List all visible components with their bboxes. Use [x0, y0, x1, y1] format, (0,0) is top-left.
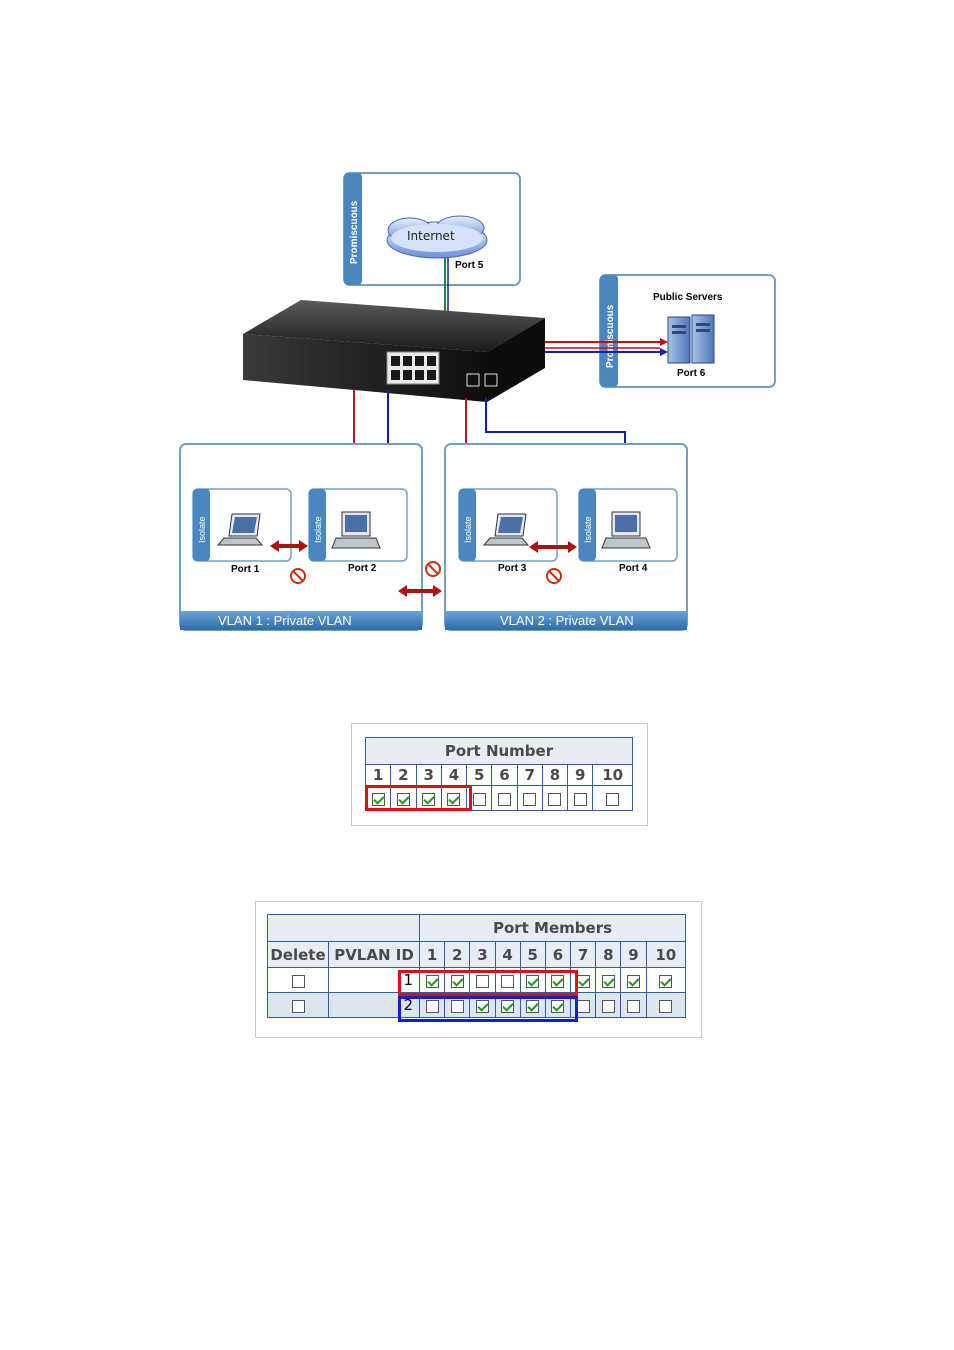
- port-number-col-10: 10: [593, 765, 633, 786]
- pvlan1-highlight: [398, 970, 578, 996]
- port-number-col-3: 3: [416, 765, 441, 786]
- port-members-col-1: 1: [420, 942, 445, 968]
- public-servers-label: Public Servers: [653, 292, 723, 303]
- member-port-9-checkbox[interactable]: [627, 975, 640, 988]
- delete-checkbox[interactable]: [292, 975, 305, 988]
- member-cell: [646, 993, 685, 1018]
- port-members-col-4: 4: [495, 942, 520, 968]
- port6-label: Port 6: [677, 368, 706, 379]
- port-number-col-6: 6: [492, 765, 517, 786]
- port3-label: Port 3: [498, 563, 527, 574]
- switch-icon: [243, 300, 545, 402]
- member-port-8-checkbox[interactable]: [602, 1000, 615, 1013]
- pvlan2-highlight: [398, 996, 578, 1022]
- port-number-cell: [517, 786, 542, 811]
- vlan1-caption: VLAN 1 : Private VLAN: [218, 613, 352, 628]
- member-cell: [646, 968, 685, 993]
- delete-column-header: Delete: [268, 942, 329, 968]
- port-members-col-2: 2: [445, 942, 470, 968]
- port-number-highlight: [365, 785, 472, 811]
- port1-label: Port 1: [231, 564, 260, 575]
- member-port-7-checkbox[interactable]: [577, 1000, 590, 1013]
- vlan2-caption: VLAN 2 : Private VLAN: [500, 613, 634, 628]
- pvlan-id-column-header: PVLAN ID: [329, 942, 420, 968]
- member-cell: [621, 993, 646, 1018]
- port-members-col-10: 10: [646, 942, 685, 968]
- member-port-8-checkbox[interactable]: [602, 975, 615, 988]
- member-port-10-checkbox[interactable]: [659, 975, 672, 988]
- member-port-9-checkbox[interactable]: [627, 1000, 640, 1013]
- isolate-label-port1: Isolate: [197, 516, 207, 543]
- member-cell: [596, 993, 621, 1018]
- port-7-checkbox[interactable]: [523, 793, 536, 806]
- member-port-10-checkbox[interactable]: [659, 1000, 672, 1013]
- member-cell: [621, 968, 646, 993]
- port-number-col-4: 4: [441, 765, 466, 786]
- promiscuous-top-label: Promiscuous: [349, 200, 360, 264]
- port-number-col-2: 2: [391, 765, 416, 786]
- port-members-header: Port Members: [420, 915, 686, 942]
- port-number-col-1: 1: [366, 765, 391, 786]
- port-number-col-5: 5: [467, 765, 492, 786]
- port-8-checkbox[interactable]: [548, 793, 561, 806]
- port-number-col-8: 8: [542, 765, 567, 786]
- isolate-label-port4: Isolate: [583, 516, 593, 543]
- port-members-col-3: 3: [470, 942, 495, 968]
- vlan1-group: VLAN 1 : Private VLAN Isolate Port 1 Iso…: [180, 444, 422, 630]
- delete-cell: [268, 968, 329, 993]
- port-number-cell: [568, 786, 593, 811]
- port-members-col-8: 8: [596, 942, 621, 968]
- member-cell: [596, 968, 621, 993]
- isolate-label-port2: Isolate: [313, 516, 323, 543]
- port-members-col-6: 6: [545, 942, 570, 968]
- port-number-header: Port Number: [366, 738, 633, 765]
- isolate-label-port3: Isolate: [463, 516, 473, 543]
- vlan2-group: VLAN 2 : Private VLAN Isolate Port 3 Iso…: [445, 444, 687, 630]
- delete-checkbox[interactable]: [292, 1000, 305, 1013]
- port-9-checkbox[interactable]: [574, 793, 587, 806]
- port-number-col-9: 9: [568, 765, 593, 786]
- internet-panel: Promiscuous Internet Port 5: [344, 173, 520, 285]
- internet-label: Internet: [407, 229, 455, 243]
- port-number-cell: [593, 786, 633, 811]
- port2-label: Port 2: [348, 563, 377, 574]
- port-number-cell: [492, 786, 517, 811]
- port-members-col-9: 9: [621, 942, 646, 968]
- port-number-cell: [542, 786, 567, 811]
- port5-label: Port 5: [455, 260, 484, 271]
- port-6-checkbox[interactable]: [498, 793, 511, 806]
- private-vlan-diagram: Promiscuous Internet Port 5 Promiscuous …: [0, 0, 954, 660]
- delete-cell: [268, 993, 329, 1018]
- promiscuous-right-label: Promiscuous: [605, 304, 616, 368]
- port4-label: Port 4: [619, 563, 648, 574]
- table-corner: [268, 915, 420, 942]
- port-5-checkbox[interactable]: [473, 793, 486, 806]
- port-members-col-7: 7: [571, 942, 596, 968]
- port-number-col-7: 7: [517, 765, 542, 786]
- member-port-7-checkbox[interactable]: [577, 975, 590, 988]
- port-10-checkbox[interactable]: [606, 793, 619, 806]
- port-members-col-5: 5: [520, 942, 545, 968]
- public-servers-panel: Promiscuous Public Servers Port 6: [600, 275, 775, 387]
